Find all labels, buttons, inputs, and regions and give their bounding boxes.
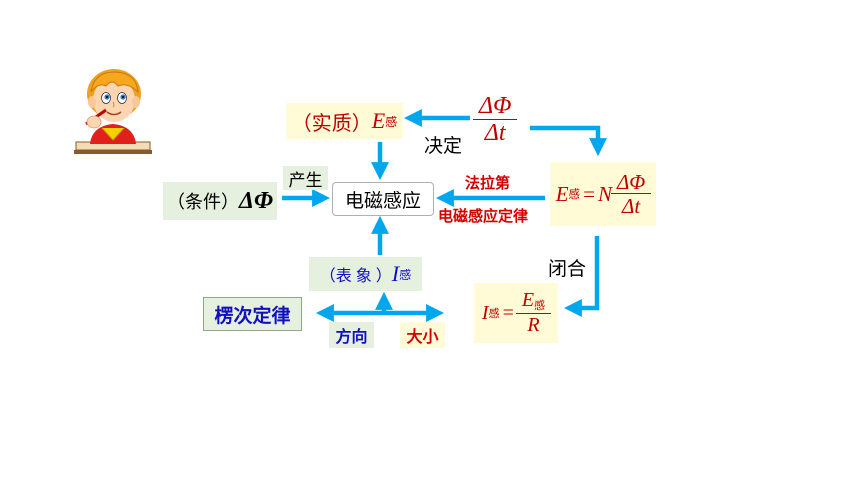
edge-label-faraday-line1: 法拉第 <box>465 175 511 192</box>
rate-fraction: ΔΦ Δt <box>473 93 518 146</box>
thinking-boy-icon <box>74 69 152 154</box>
lenz-law-node: 楞次定律 <box>203 297 302 331</box>
faraday-coef: N <box>597 181 612 206</box>
essence-prefix: （实质） <box>291 112 372 135</box>
condition-symbol: ΔΦ <box>239 187 273 214</box>
condition-node: （条件） ΔΦ <box>163 182 277 220</box>
faraday-eq: = <box>583 181 595 206</box>
appearance-prefix: （表 象 ） <box>319 268 392 285</box>
essence-symbol: E <box>371 108 386 133</box>
appearance-subscript: 感 <box>399 267 412 282</box>
edge-label-closed: 闭合 <box>548 259 587 280</box>
ohm-numerator: E <box>521 289 535 312</box>
ohm-lhs-sub: 感 <box>488 308 500 320</box>
faraday-numerator: ΔΦ <box>616 169 646 194</box>
arrow-rate-to-faraday <box>530 125 607 157</box>
faraday-denominator: Δt <box>610 193 652 217</box>
ohm-denominator: R <box>515 312 552 336</box>
appearance-symbol: I <box>391 261 400 286</box>
rate-denominator: Δt <box>473 119 518 146</box>
ohm-numerator-sub: 感 <box>534 300 546 313</box>
rate-numerator: ΔΦ <box>479 93 512 119</box>
faraday-lhs-sub: 感 <box>568 189 581 201</box>
edge-label-faraday-line2: 电磁感应定律 <box>438 208 529 225</box>
faraday-lhs: E <box>555 181 569 206</box>
center-node-electromagnetic-induction: 电磁感应 <box>332 182 434 216</box>
condition-prefix: （条件） <box>167 192 239 212</box>
direction-label: 方向 <box>329 322 374 348</box>
essence-subscript: 感 <box>385 114 398 129</box>
ohm-lhs: I <box>481 301 489 324</box>
edge-label-decide: 决定 <box>424 136 463 157</box>
magnitude-label: 大小 <box>400 322 445 348</box>
ohm-eq: = <box>502 301 514 324</box>
edge-label-produce: 产生 <box>283 166 328 190</box>
arrow-faraday-to-ohm <box>563 236 600 317</box>
